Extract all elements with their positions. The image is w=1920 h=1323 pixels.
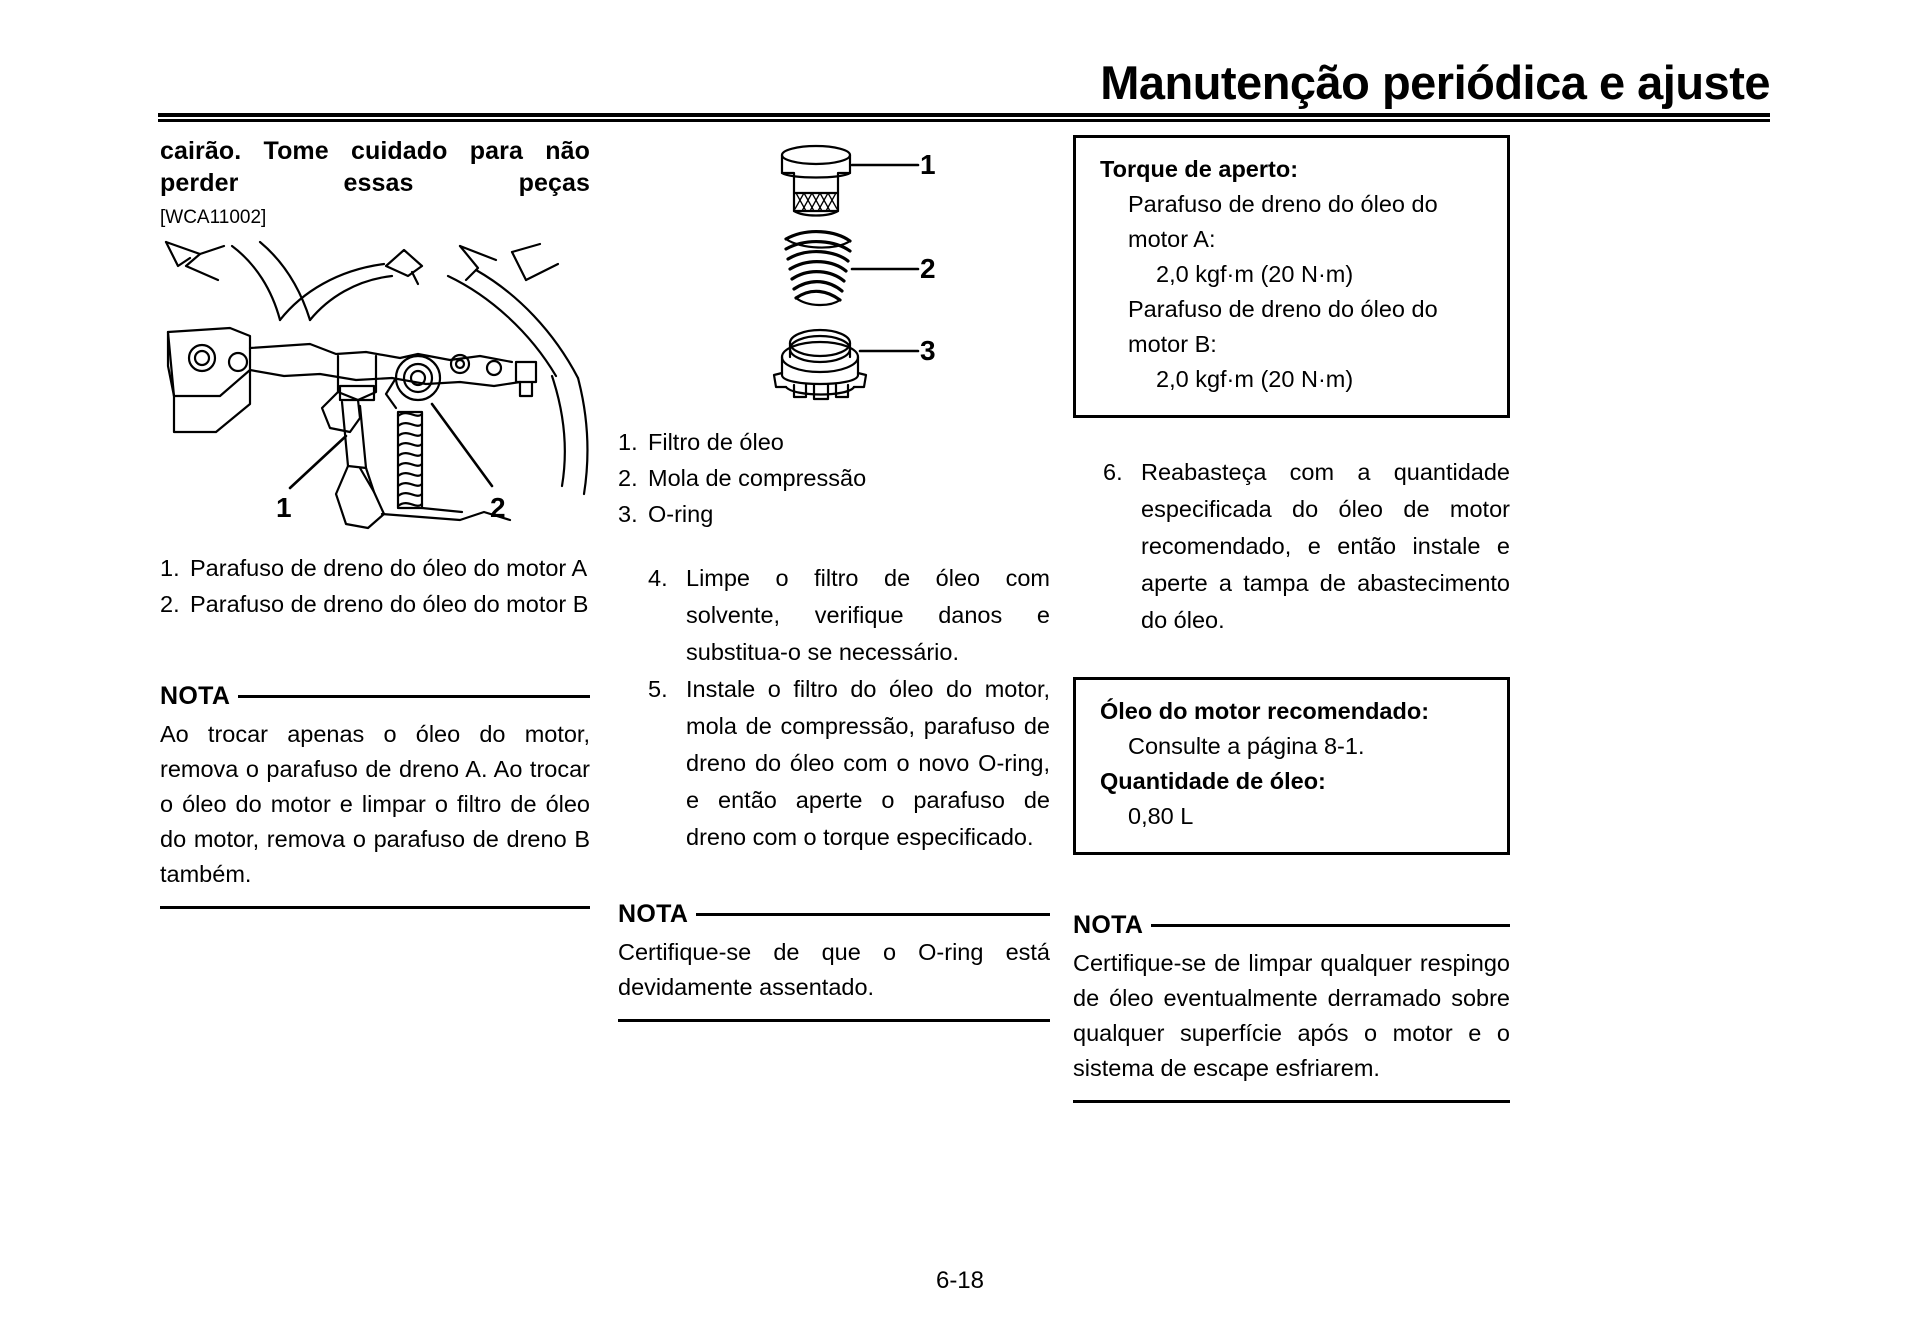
nota-heading: NOTA <box>160 682 590 711</box>
legend-label: Mola de compressão <box>648 465 867 491</box>
step-text: Limpe o filtro de óleo com solvente, ver… <box>686 565 1050 665</box>
nota-rule <box>1151 924 1510 927</box>
list-item: 6. Reabasteça com a quantidade especific… <box>1073 454 1510 639</box>
nota-body: Ao trocar apenas o óleo do motor, remova… <box>160 721 590 887</box>
oil-spec-quantity: 0,80 L <box>1128 803 1194 829</box>
legend-number: 1. <box>618 429 638 455</box>
figure-callout-2: 2 <box>920 253 936 284</box>
list-item: 2. Mola de compressão <box>618 460 1050 496</box>
nota-bottom-rule <box>160 906 590 909</box>
oil-spec-reference: Consulte a página 8-1. <box>1128 733 1365 759</box>
figure-callout-2: 2 <box>490 492 506 523</box>
oil-spec-title: Óleo do motor recomendado: <box>1100 698 1430 724</box>
torque-spec-line: Parafuso de dreno do óleo do <box>1128 191 1438 217</box>
nota-heading: NOTA <box>618 900 1050 929</box>
procedure-steps-right: 6. Reabasteça com a quantidade especific… <box>1073 454 1510 639</box>
list-item: 1. Parafuso de dreno do óleo do motor A <box>160 550 590 586</box>
legend-number: 2. <box>618 465 638 491</box>
torque-spec-line: motor B: <box>1128 331 1217 357</box>
torque-spec-line: motor A: <box>1128 226 1216 252</box>
figure-drain-bolts: 1 2 <box>160 236 590 536</box>
figure-oil-filter-parts-svg <box>772 144 920 401</box>
page-number: 6-18 <box>935 1267 985 1294</box>
header-divider <box>158 113 1770 122</box>
legend-label: Filtro de óleo <box>648 429 784 455</box>
legend-number: 2. <box>160 591 180 617</box>
nota-label: NOTA <box>160 682 231 710</box>
legend-label: Parafuso de dreno do óleo do motor B <box>190 591 589 617</box>
step-text: Reabasteça com a quantidade especificada… <box>1141 459 1510 633</box>
step-number: 4. <box>648 565 668 591</box>
figure-drain-bolts-svg <box>164 240 589 530</box>
nota-block-middle: NOTA Certifique-se de que o O-ring está … <box>618 900 1050 1022</box>
figure-callout-1: 1 <box>276 492 292 523</box>
column-right: Torque de aperto: Parafuso de dreno do ó… <box>1073 135 1510 1103</box>
list-item: 3. O-ring <box>618 496 1050 532</box>
nota-label: NOTA <box>618 900 689 928</box>
torque-spec-value: 2,0 kgf·m (20 N·m) <box>1156 261 1354 287</box>
torque-spec-box: Torque de aperto: Parafuso de dreno do ó… <box>1073 135 1510 418</box>
header-divider-line-top <box>158 113 1770 117</box>
lead-paragraph: cairão. Tome cuidado para não perder ess… <box>160 137 590 197</box>
step-number: 5. <box>648 676 668 702</box>
warning-code-tag: [WCA11002] <box>160 207 267 228</box>
column-middle: 1 2 3 1. Filtro de óleo 2. Mola de compr… <box>618 135 1050 1022</box>
column-left: cairão. Tome cuidado para não perder ess… <box>160 135 590 909</box>
nota-block-right: NOTA Certifique-se de limpar qualquer re… <box>1073 911 1510 1103</box>
legend-number: 1. <box>160 555 180 581</box>
nota-bottom-rule <box>1073 1100 1510 1103</box>
list-item: 5. Instale o filtro do óleo do motor, mo… <box>618 671 1050 856</box>
nota-label: NOTA <box>1073 911 1144 939</box>
nota-rule <box>696 913 1050 916</box>
step-text: Instale o filtro do óleo do motor, mola … <box>686 676 1050 850</box>
nota-body: Certifique-se de que o O-ring está devid… <box>618 939 1050 1000</box>
nota-rule <box>238 695 590 698</box>
list-item: 2. Parafuso de dreno do óleo do motor B <box>160 586 590 622</box>
legend-number: 3. <box>618 501 638 527</box>
procedure-steps-middle: 4. Limpe o filtro de óleo com solvente, … <box>618 560 1050 856</box>
torque-spec-title: Torque de aperto: <box>1100 156 1299 182</box>
figure-oil-filter-parts: 1 2 3 <box>618 135 1050 410</box>
list-item: 4. Limpe o filtro de óleo com solvente, … <box>618 560 1050 671</box>
legend-label: O-ring <box>648 501 714 527</box>
nota-body: Certifique-se de limpar qualquer resping… <box>1073 950 1510 1081</box>
torque-spec-value: 2,0 kgf·m (20 N·m) <box>1156 366 1354 392</box>
header-divider-line-bottom <box>158 119 1770 122</box>
step-number: 6. <box>1103 459 1123 485</box>
nota-heading: NOTA <box>1073 911 1510 940</box>
nota-block-left: NOTA Ao trocar apenas o óleo do motor, r… <box>160 682 590 909</box>
legend-label: Parafuso de dreno do óleo do motor A <box>190 555 588 581</box>
figure-callout-1: 1 <box>920 149 936 180</box>
legend-list-middle: 1. Filtro de óleo 2. Mola de compressão … <box>618 424 1050 532</box>
torque-spec-line: Parafuso de dreno do óleo do <box>1128 296 1438 322</box>
page-header-title: Manutenção periódica e ajuste <box>1100 56 1770 109</box>
oil-spec-box: Óleo do motor recomendado: Consulte a pá… <box>1073 677 1510 855</box>
list-item: 1. Filtro de óleo <box>618 424 1050 460</box>
nota-bottom-rule <box>618 1019 1050 1022</box>
oil-spec-subtitle: Quantidade de óleo: <box>1100 768 1326 794</box>
figure-callout-3: 3 <box>920 335 936 366</box>
legend-list-left: 1. Parafuso de dreno do óleo do motor A … <box>160 550 590 622</box>
